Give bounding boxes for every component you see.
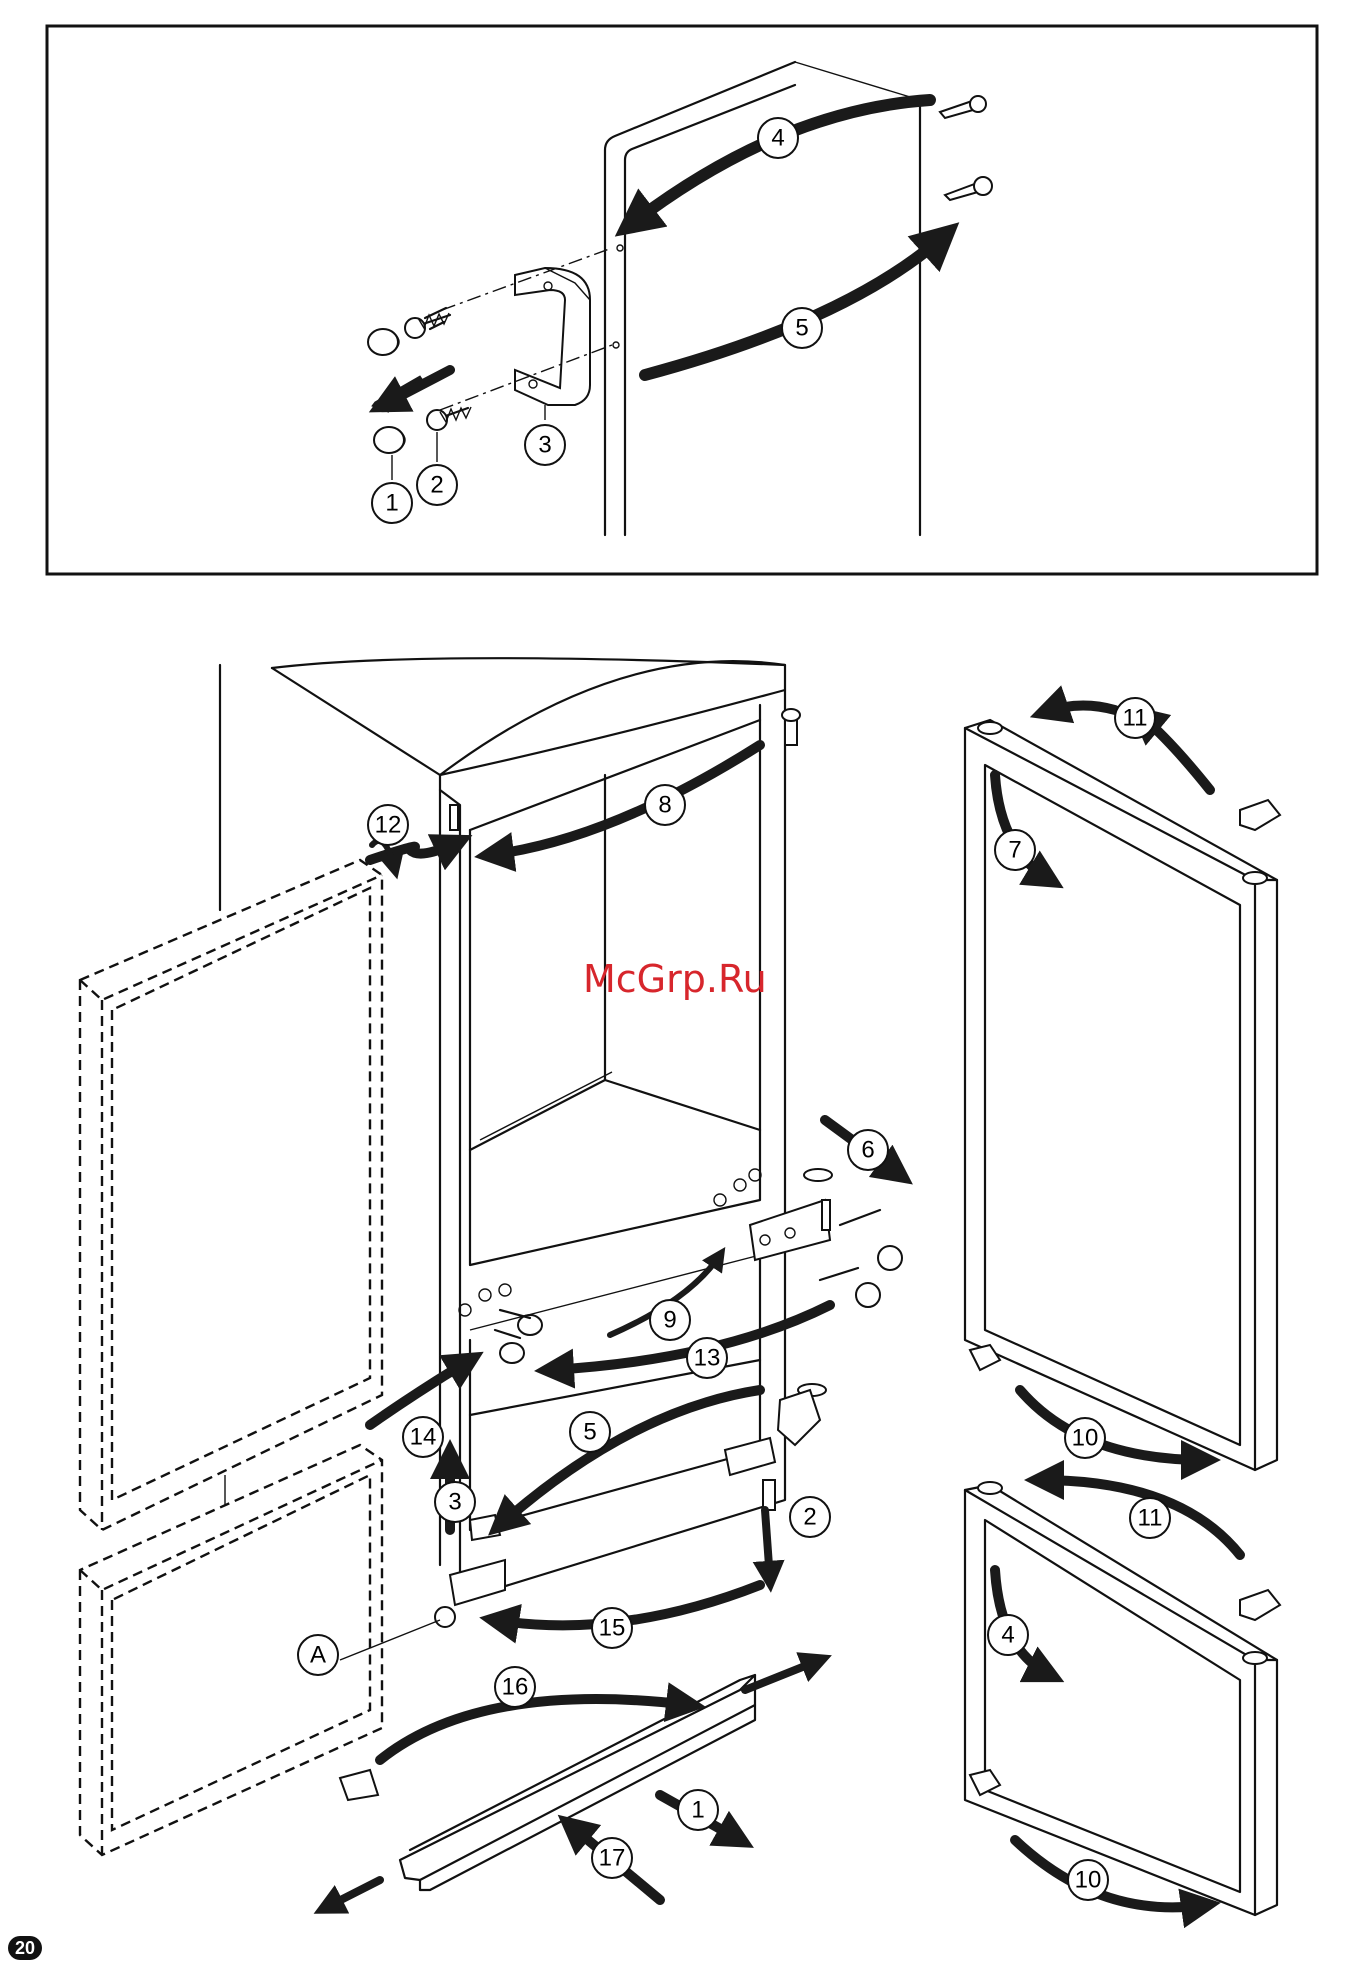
svg-text:4: 4 — [771, 125, 784, 152]
callout-main-6: 6 — [848, 1130, 888, 1170]
callout-main-7: 7 — [995, 830, 1035, 870]
door-reversal-panel: 1 2 3 4 5 6 7 8 9 10 10 11 11 12 13 14 1… — [80, 658, 1280, 1915]
svg-text:20: 20 — [15, 1938, 35, 1958]
callout-main-12: 12 — [368, 805, 408, 845]
svg-text:14: 14 — [410, 1424, 437, 1451]
svg-text:4: 4 — [1001, 1622, 1014, 1649]
callout-top-5: 5 — [782, 308, 822, 348]
callout-main-A: A — [298, 1635, 338, 1675]
svg-text:2: 2 — [430, 472, 443, 499]
svg-text:1: 1 — [691, 1797, 704, 1824]
callout-top-4: 4 — [758, 118, 798, 158]
callout-main-1: 1 — [678, 1790, 718, 1830]
callout-main-10b: 10 — [1068, 1860, 1108, 1900]
svg-text:13: 13 — [694, 1345, 721, 1372]
svg-text:12: 12 — [375, 812, 402, 839]
callout-main-11b: 11 — [1130, 1498, 1170, 1538]
door-pins — [940, 96, 992, 200]
svg-text:5: 5 — [583, 1419, 596, 1446]
handle-removal-panel: 1 2 3 4 5 — [47, 26, 1317, 574]
svg-text:8: 8 — [658, 792, 671, 819]
callout-main-9: 9 — [650, 1300, 690, 1340]
callout-top-1: 1 — [372, 483, 412, 523]
callout-main-15: 15 — [592, 1608, 632, 1648]
svg-text:16: 16 — [502, 1674, 529, 1701]
callout-main-8: 8 — [645, 785, 685, 825]
page-number-badge: 20 — [8, 1936, 42, 1960]
callout-main-3: 3 — [435, 1482, 475, 1522]
svg-text:10: 10 — [1072, 1425, 1099, 1452]
callout-main-13: 13 — [687, 1338, 727, 1378]
screws — [405, 308, 471, 430]
refrigerator-cabinet — [220, 658, 800, 1600]
svg-text:2: 2 — [803, 1504, 816, 1531]
callout-top-3: 3 — [525, 425, 565, 465]
svg-text:9: 9 — [663, 1307, 676, 1334]
svg-text:6: 6 — [861, 1137, 874, 1164]
direction-arrows — [325, 705, 1240, 1908]
svg-text:11: 11 — [1138, 1505, 1163, 1532]
door-handle — [515, 268, 590, 420]
callout-main-5: 5 — [570, 1412, 610, 1452]
callout-main-4: 4 — [988, 1615, 1028, 1655]
svg-text:15: 15 — [599, 1615, 626, 1642]
svg-text:10: 10 — [1075, 1867, 1102, 1894]
svg-text:17: 17 — [599, 1845, 626, 1872]
callout-main-11a: 11 — [1115, 698, 1155, 738]
callout-main-2: 2 — [790, 1497, 830, 1537]
callout-main-14: 14 — [403, 1417, 443, 1457]
watermark: McGrp.Ru — [583, 957, 767, 1001]
svg-text:1: 1 — [385, 490, 398, 517]
hinge-parts — [435, 1169, 902, 1627]
callout-main-16: 16 — [495, 1667, 535, 1707]
svg-text:3: 3 — [448, 1489, 461, 1516]
callout-top-2: 2 — [417, 465, 457, 505]
callout-main-17: 17 — [592, 1838, 632, 1878]
left-door-outline — [80, 860, 382, 1855]
callout-main-10a: 10 — [1065, 1418, 1105, 1458]
svg-text:A: A — [310, 1642, 326, 1669]
svg-text:3: 3 — [538, 432, 551, 459]
svg-text:11: 11 — [1123, 705, 1148, 732]
svg-text:7: 7 — [1008, 837, 1021, 864]
svg-text:5: 5 — [795, 315, 808, 342]
